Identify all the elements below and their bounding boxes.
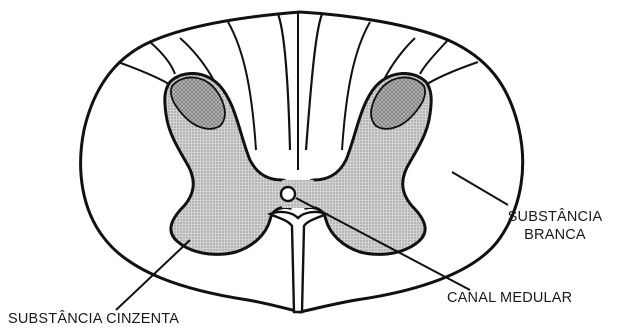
dorsal-root-left [150,42,175,74]
dorsal-root-left-2 [118,62,172,86]
leader-line-substancia-cinzenta [116,240,190,310]
dorsal-root-right [420,40,448,74]
label-substancia-branca-line1: SUBSTÂNCIA [503,208,607,226]
label-substancia-branca-line2: BRANCA [503,226,607,244]
posterior-sulcus-right [306,14,322,150]
anterior-fissure [270,212,326,312]
label-substancia-cinzenta: SUBSTÂNCIA CINZENTA [8,310,179,328]
posterior-sulcus-left [278,14,290,150]
label-canal-medular: CANAL MEDULAR [447,289,572,307]
dorsal-root-right-2 [424,62,478,86]
leader-line-substancia-branca [452,172,508,205]
label-substancia-branca: SUBSTÂNCIA BRANCA [503,208,607,244]
